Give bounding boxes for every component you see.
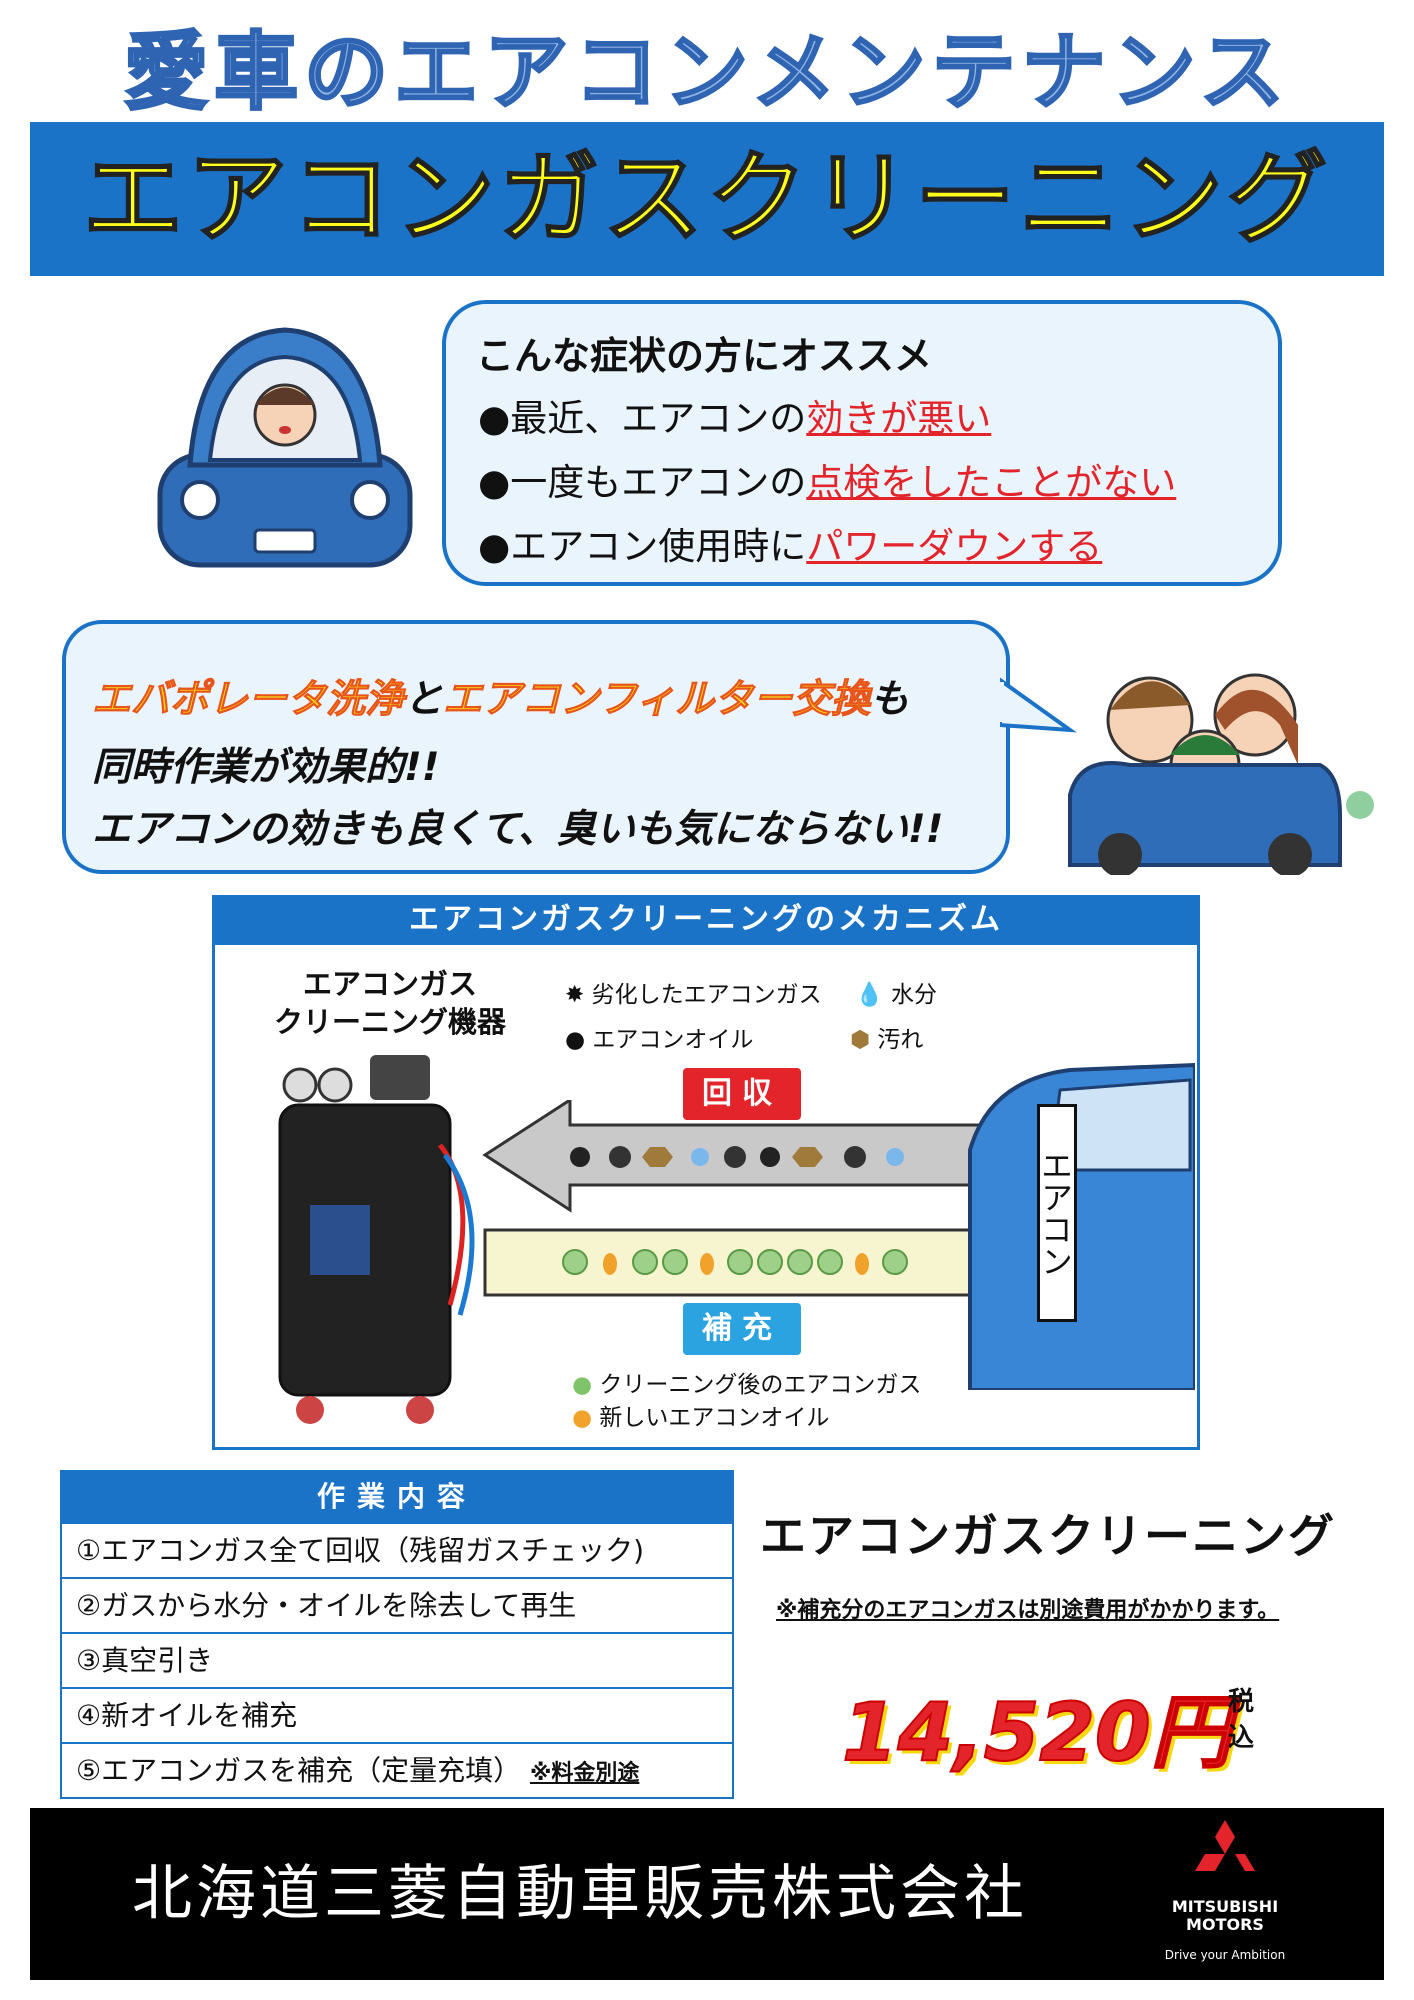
logo-line: MITSUBISHI (1171, 1897, 1279, 1916)
table-row: ③真空引き (62, 1632, 732, 1687)
price-amount: 14,520円 (841, 1685, 1232, 1780)
legend-label: クリーニング後のエアコンガス (599, 1372, 922, 1398)
tax-label-line: 税 (1228, 1687, 1255, 1717)
aircon-label: エアコン (1036, 1104, 1077, 1322)
banner-title: エアコンガスクリーニング (82, 139, 1331, 258)
worried-driver-car-illustration (157, 327, 413, 568)
bubble-tail (1000, 677, 1077, 733)
tax-label-line: 込 (1228, 1723, 1255, 1753)
dirt-icon: ⬢ (850, 1027, 871, 1053)
table-row: ①エアコンガス全て回収（残留ガスチェック) (62, 1522, 732, 1577)
symptom-highlight: パワーダウンする (806, 525, 1103, 568)
symptom-text: ●エアコン使用時に (478, 525, 807, 568)
table-row: ④新オイルを補充 (62, 1687, 732, 1742)
logo-brand-name: MITSUBISHI MOTORS (1160, 1898, 1290, 1934)
page-title: 愛車のエアコンメンテナンス (123, 22, 1290, 123)
legend-clean-gas: ● クリーニング後のエアコンガス (572, 1365, 921, 1399)
machine-label-line: エアコンガス (302, 967, 477, 1001)
price-title: エアコンガスクリーニング (760, 1509, 1336, 1563)
work-content-table: 作業内容 ①エアコンガス全て回収（残留ガスチェック) ②ガスから水分・オイルを除… (60, 1470, 734, 1799)
filter-highlight: エアコンフィルター交換 (443, 677, 871, 723)
symptom-highlight: 点検をしたことがない (806, 461, 1177, 504)
symptom-heading: こんな症状の方にオススメ (476, 334, 933, 378)
row-text: ⑤エアコンガスを補充（定量充填） (76, 1754, 522, 1787)
price-separate-note: ※料金別途 (530, 1761, 640, 1786)
legend-degraded-gas: ✸ 劣化したエアコンガス (565, 975, 822, 1009)
symptom-text: ●一度もエアコンの (478, 461, 807, 504)
oil-drop-icon: ● (565, 1027, 586, 1053)
symptom-highlight: 効きが悪い (806, 397, 992, 440)
new-oil-icon: ● (572, 1405, 593, 1431)
machine-label: エアコンガス クリーニング機器 (240, 965, 540, 1041)
work-table-header: 作業内容 (62, 1472, 732, 1522)
happy-family-car-illustration (1068, 673, 1374, 875)
recover-tag: 回収 (683, 1068, 801, 1120)
price-note: ※補充分のエアコンガスは別途費用がかかります。 (776, 1598, 1280, 1623)
legend-label: 新しいエアコンオイル (599, 1405, 830, 1431)
legend-water: 💧 水分 (855, 975, 937, 1009)
symptom-bubble (442, 300, 1282, 586)
refill-tag: 補充 (683, 1303, 801, 1355)
legend-dirt: ⬢ 汚れ (850, 1020, 923, 1054)
company-name: 北海道三菱自動車販売株式会社 (132, 1859, 1028, 1929)
tax-included-label: 税 込 (1228, 1684, 1254, 1756)
legend-label: 劣化したエアコンガス (591, 982, 822, 1008)
table-row: ⑤エアコンガスを補充（定量充填） ※料金別途 (62, 1742, 732, 1797)
recommend-line-1: エバポレータ洗浄とエアコンフィルター交換も (91, 668, 910, 724)
recommend-bubble (62, 620, 1010, 874)
recommend-line-3: エアコンの効きも良くて、臭いも気にならない!! (92, 807, 944, 852)
car-front-illustration (968, 1062, 1195, 1390)
mechanism-title: エアコンガスクリーニングのメカニズム (212, 895, 1200, 945)
symptom-item: ●最近、エアコンの効きが悪い (478, 388, 991, 442)
table-row: ②ガスから水分・オイルを除去して再生 (62, 1577, 732, 1632)
footer-bar (30, 1808, 1384, 1980)
symptom-item: ●一度もエアコンの点検をしたことがない (478, 452, 1176, 506)
logo-line: MOTORS (1186, 1915, 1264, 1934)
symptom-text: ●最近、エアコンの (478, 397, 807, 440)
legend-label: エアコンオイル (592, 1027, 754, 1053)
water-drop-icon: 💧 (855, 982, 884, 1008)
gas-cleaning-machine-image (278, 1055, 475, 1424)
legend-label: 汚れ (877, 1027, 924, 1053)
legend-new-oil: ● 新しいエアコンオイル (572, 1398, 829, 1432)
degraded-gas-icon: ✸ (565, 982, 585, 1008)
connector-text: と (404, 677, 444, 722)
clean-gas-icon: ● (572, 1372, 593, 1398)
legend-label: 水分 (890, 982, 937, 1008)
logo-tagline: Drive your Ambition (1164, 1948, 1286, 1962)
symptom-item: ●エアコン使用時にパワーダウンする (478, 516, 1102, 570)
legend-oil: ● エアコンオイル (565, 1020, 753, 1054)
connector-text: も (870, 677, 910, 722)
recommend-line-2: 同時作業が効果的!! (92, 745, 440, 790)
evaporator-highlight: エバポレータ洗浄 (91, 677, 405, 723)
machine-label-line: クリーニング機器 (273, 1005, 506, 1039)
title-banner (30, 122, 1384, 276)
mitsubishi-logo-icon (1195, 1820, 1255, 1871)
